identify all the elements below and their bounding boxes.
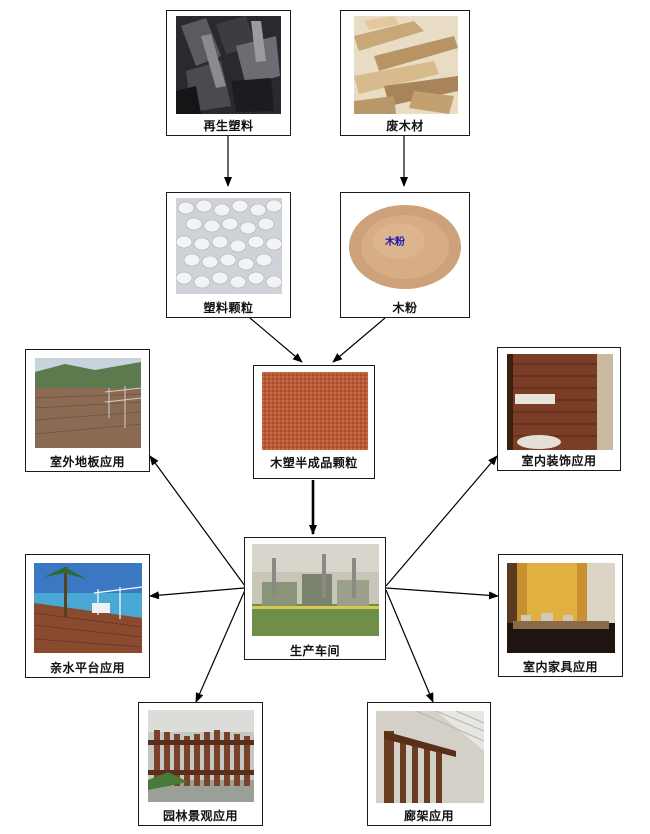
wood-powder-photo	[349, 203, 461, 289]
node-indoor-decor: 室内装饰应用	[497, 347, 621, 471]
node-plastic-pellets: 塑料颗粒	[166, 192, 291, 318]
arrow-pellets-to-wpc	[249, 317, 303, 363]
label-corridor: 廊架应用	[403, 809, 454, 823]
node-indoor-furniture: 室内家具应用	[498, 554, 623, 677]
waste-wood-photo	[354, 16, 458, 114]
label-recycled-plastic: 再生塑料	[203, 119, 254, 133]
corridor-photo	[376, 711, 484, 803]
node-outdoor-floor: 室外地板应用	[25, 349, 150, 472]
workshop-photo	[252, 544, 379, 636]
arrow-to-indoor-furniture	[385, 587, 499, 600]
label-wpc-pellets: 木塑半成品颗粒	[270, 456, 358, 470]
waterside-photo	[34, 563, 142, 653]
arrow-to-waterside	[149, 587, 245, 600]
wpc-pellets-photo	[262, 372, 368, 450]
node-wood-powder: 木粉 木粉	[340, 192, 470, 318]
node-garden: 园林景观应用	[138, 702, 263, 826]
garden-photo	[148, 710, 254, 802]
node-waste-wood: 废木材	[340, 10, 470, 136]
arrow-powder-to-wpc	[332, 317, 386, 363]
node-waterside: 亲水平台应用	[25, 554, 150, 678]
recycled-plastic-photo	[176, 16, 281, 114]
label-waste-wood: 废木材	[386, 119, 424, 133]
label-indoor-furniture: 室内家具应用	[522, 660, 598, 674]
label-garden: 园林景观应用	[162, 809, 238, 823]
outdoor-floor-photo	[35, 358, 141, 448]
indoor-furniture-photo	[507, 563, 615, 653]
label-workshop: 生产车间	[289, 644, 340, 658]
label-indoor-decor: 室内装饰应用	[521, 454, 597, 468]
arrow-to-indoor-decor	[385, 455, 498, 587]
node-recycled-plastic: 再生塑料	[166, 10, 291, 136]
plastic-pellets-photo	[176, 198, 282, 294]
arrow-to-corridor	[385, 589, 434, 703]
label-waterside: 亲水平台应用	[49, 661, 125, 675]
arrow-to-outdoor-floor	[149, 455, 246, 587]
label-plastic-pellets: 塑料颗粒	[203, 301, 254, 315]
label-wood-powder: 木粉	[392, 301, 418, 315]
wood-powder-overlay-text: 木粉	[385, 237, 405, 248]
node-workshop: 生产车间	[244, 537, 386, 660]
node-corridor: 廊架应用	[367, 702, 491, 826]
label-outdoor-floor: 室外地板应用	[49, 455, 125, 469]
arrow-to-garden	[195, 589, 246, 703]
indoor-decor-photo	[507, 354, 613, 450]
node-wpc-pellets: 木塑半成品颗粒	[253, 365, 375, 479]
